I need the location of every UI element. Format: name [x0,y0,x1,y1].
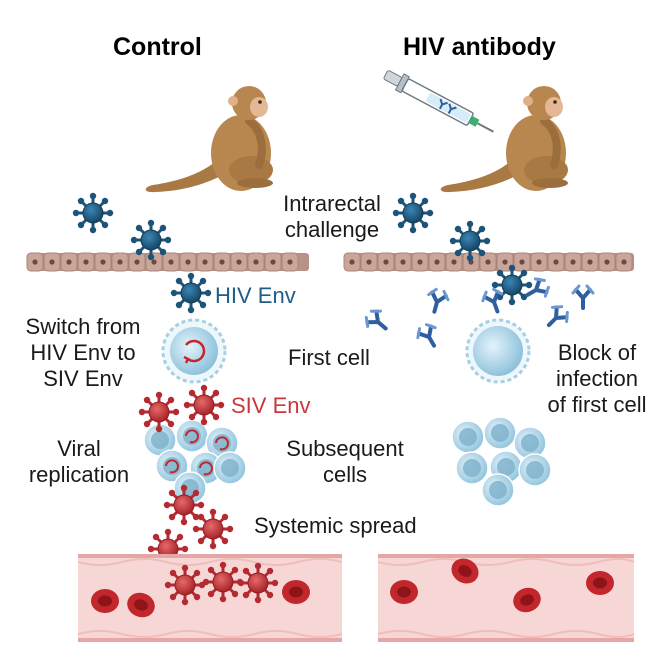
epithelial-cell [43,252,61,272]
epithelial-cell [547,252,565,272]
block-line-3: of first cell [547,392,647,417]
intrarectal-line-2: challenge [284,217,380,242]
switch-line-3: SIV Env [43,366,123,391]
antibody-icon [422,285,452,317]
antibody-epithelium [343,252,634,272]
viral-replication-label: Viral replication [14,436,144,488]
hiv-virus [71,191,115,235]
antibody-icon [412,319,445,353]
epithelial-cell [94,252,112,272]
hiv-virus [490,263,534,307]
epithelial-cell [581,252,599,272]
antibody-heading: HIV antibody [403,33,556,61]
epithelial-cell [111,252,129,272]
control-heading: Control [113,33,202,61]
hiv-virus [129,218,173,262]
hiv-virus [448,219,492,263]
epithelial-cell [247,252,265,272]
viral-line-2: replication [28,462,130,487]
subsequent-cells-antibody [451,416,552,507]
epithelial-cell [411,252,429,272]
epithelial-cell [598,252,616,272]
siv-virus [162,483,206,527]
block-infection-label: Block of infection of first cell [532,340,662,418]
antibody-blood-vessel [377,553,635,642]
epithelial-cell [264,252,282,272]
epithelial-cell [343,252,361,272]
epithelial-cell [26,252,44,272]
epithelial-cell [513,252,531,272]
epithelial-cell [377,252,395,272]
epithelial-cell [428,252,446,272]
subsequent-cells-control [143,419,247,505]
epithelial-cell [77,252,95,272]
epithelial-cell [196,252,214,272]
siv-virus [236,561,280,605]
epithelial-cell [128,252,146,272]
subsequent-cells-label: Subsequent cells [270,436,420,488]
systemic-spread-label: Systemic spread [254,513,417,538]
intrarectal-challenge-label: Intrarectal challenge [262,191,402,243]
first-cell-control [161,318,227,384]
switch-env-label: Switch from HIV Env to SIV Env [8,314,158,392]
control-monkey [141,86,290,192]
switch-line-2: HIV Env to [30,340,136,365]
epithelial-cell [530,252,548,272]
block-line-1: Block of [557,340,637,365]
intrarectal-line-1: Intrarectal [283,191,381,216]
siv-virus [163,563,207,607]
epithelial-cell [179,252,197,272]
epithelial-cell [360,252,378,272]
epithelial-cell [213,252,231,272]
antibody-icon [571,284,595,310]
first-cell-antibody [465,318,531,384]
epithelial-cell [60,252,78,272]
epithelial-cell [230,252,248,272]
siv-virus [191,507,235,551]
control-epithelium [26,252,309,272]
epithelial-cell [394,252,412,272]
epithelial-cell [162,252,180,272]
viral-line-1: Viral [57,436,101,461]
hiv-virus [169,271,213,315]
antibody-monkey [436,86,585,192]
epithelial-cell [564,252,582,272]
epithelial-cell [615,252,633,272]
block-line-2: infection [556,366,638,391]
subsequent-line-1: Subsequent [286,436,404,461]
antibody-icon [542,302,572,332]
antibody-icon [478,285,509,317]
antibody-icon [520,273,554,306]
siv-env-label: SIV Env [231,393,311,418]
antibody-icon [360,304,395,339]
siv-virus [201,560,245,604]
first-cell-label: First cell [288,345,370,370]
siv-virus [182,383,226,427]
subsequent-line-2: cells [322,462,367,487]
hiv-env-label: HIV Env [215,283,296,308]
siv-virus [137,390,181,434]
epithelial-cell [281,252,299,272]
switch-line-1: Switch from [25,314,141,339]
syringe-icon [383,70,494,133]
